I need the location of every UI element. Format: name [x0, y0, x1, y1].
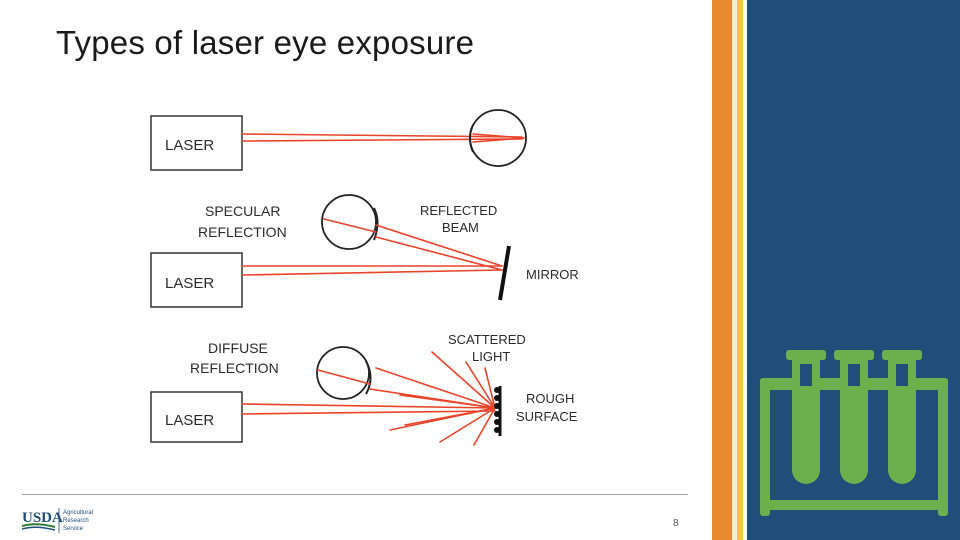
laser-box — [150, 115, 243, 171]
scattered-light-label-line2: LIGHT — [472, 349, 510, 364]
reflected-beam-label-line1: REFLECTED — [420, 203, 497, 218]
eye-icon — [316, 346, 370, 400]
diffuse-reflection-row: DIFFUSE REFLECTION SCATTERED LIGHT LASER — [150, 332, 578, 446]
logo-sub-text: Service — [63, 526, 84, 532]
reflected-beam — [375, 236, 503, 271]
scattered-ray — [399, 394, 496, 409]
specular-label-line2: REFLECTION — [198, 224, 287, 240]
laser-exposure-diagram: LASER SPECULAR REFLECTION REFLECTED BEAM… — [150, 109, 579, 446]
scattered-ray — [484, 367, 496, 409]
rough-surface-label-line2: SURFACE — [516, 409, 578, 424]
specular-reflection-row: SPECULAR REFLECTION REFLECTED BEAM LASER… — [150, 194, 579, 308]
scattered-ray — [473, 407, 496, 446]
mirror-label: MIRROR — [526, 267, 579, 282]
scattered-ray — [465, 361, 496, 409]
laser-box — [150, 391, 243, 443]
laser-beam — [241, 403, 496, 409]
rough-surface-label-line1: ROUGH — [526, 391, 574, 406]
white-stripe — [743, 0, 747, 540]
logo-swoosh — [22, 523, 56, 528]
focused-beam — [323, 218, 377, 233]
scattered-light-label-line1: SCATTERED — [448, 332, 526, 347]
scattered-ray — [389, 407, 496, 431]
scattered-ray — [439, 407, 496, 443]
scattered-ray — [431, 351, 496, 409]
laser-label: LASER — [165, 275, 214, 292]
usda-logo-text: USDA — [22, 510, 63, 526]
focused-beam — [472, 133, 525, 139]
usda-ars-logo: USDA Agricultural Research Service — [22, 508, 93, 533]
test-tubes-rack-icon — [760, 350, 948, 516]
laser-label: LASER — [165, 412, 214, 429]
scattered-ray — [375, 367, 496, 409]
logo-sub-text: Research — [63, 518, 89, 524]
light-stripe — [732, 0, 737, 540]
yellow-stripe — [737, 0, 743, 540]
eye-lens — [373, 207, 379, 241]
direct-exposure-row: LASER — [150, 109, 527, 171]
eye-icon — [321, 194, 377, 250]
logo-swoosh — [22, 526, 56, 531]
scattered-rays — [369, 351, 496, 446]
logo-sub-text: Agricultural — [63, 510, 93, 516]
slide-title: Types of laser eye exposure — [56, 24, 475, 61]
laser-beam — [241, 138, 523, 142]
eye-lens — [469, 124, 474, 153]
mirror-surface — [498, 245, 511, 301]
focused-beam — [317, 369, 371, 385]
laser-box — [150, 252, 243, 308]
laser-beam — [241, 410, 496, 415]
reflected-beam — [375, 224, 503, 267]
laser-beam — [241, 269, 503, 276]
page-number: 8 — [673, 518, 679, 529]
orange-stripe — [712, 0, 732, 540]
footer-divider — [22, 494, 688, 495]
side-panel — [708, 0, 960, 540]
specular-label-line1: SPECULAR — [205, 203, 280, 219]
laser-label: LASER — [165, 137, 214, 154]
diffuse-label-line1: DIFFUSE — [208, 340, 268, 356]
laser-beam — [241, 133, 523, 138]
rough-surface — [494, 386, 502, 436]
reflected-beam-label-line2: BEAM — [442, 220, 479, 235]
focused-beam — [472, 137, 525, 143]
diffuse-label-line2: REFLECTION — [190, 360, 279, 376]
eye-lens — [365, 360, 372, 395]
